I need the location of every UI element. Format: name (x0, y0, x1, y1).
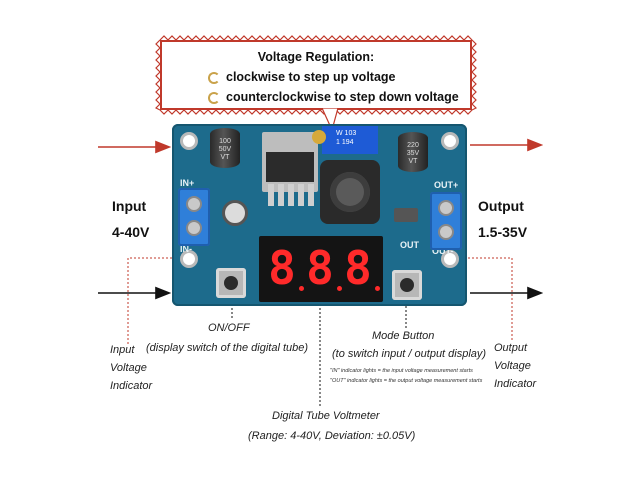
mode-button[interactable] (392, 270, 422, 300)
rotate-clockwise-icon (208, 72, 220, 84)
inductor (320, 160, 380, 224)
display-digit-1: 8 (268, 241, 296, 295)
diode-component (222, 200, 248, 226)
label-out-led: OUT (400, 240, 419, 250)
callout-line-clockwise: clockwise to step up voltage (226, 70, 396, 84)
voltmeter-title: Digital Tube Voltmeter (272, 410, 380, 422)
output-indicator-line2: Voltage (494, 360, 531, 372)
mount-hole-bottom-left (180, 250, 198, 268)
output-screw-icon[interactable] (438, 200, 454, 216)
callout-border (155, 35, 477, 115)
voltmeter-desc: (Range: 4-40V, Deviation: ±0.05V) (248, 430, 416, 442)
output-title: Output (478, 198, 524, 214)
mount-hole-top-left (180, 132, 198, 150)
input-indicator-line2: Voltage (110, 362, 147, 374)
display-digit-2: 8 (306, 241, 334, 295)
regulator-ic (262, 132, 318, 206)
potentiometer[interactable]: W 103 1 194 (312, 126, 378, 154)
rotate-counterclockwise-icon (208, 92, 220, 104)
display-digit-3: 8 (344, 241, 372, 295)
output-terminal[interactable] (430, 192, 462, 250)
output-indicator-line3: Indicator (494, 378, 537, 390)
mount-hole-top-right (441, 132, 459, 150)
voltage-regulation-callout: Voltage Regulation: clockwise to step up… (160, 40, 472, 110)
output-screw-icon[interactable] (438, 224, 454, 240)
callout-pointer (321, 108, 339, 132)
mode-note-out: "OUT" indicator lights = the output volt… (330, 378, 483, 384)
mode-title: Mode Button (372, 330, 435, 342)
digital-tube-display: 8 8 8 (259, 236, 383, 302)
on-off-button[interactable] (216, 268, 246, 298)
callout-title: Voltage Regulation: (257, 50, 375, 64)
mount-hole-bottom-right (441, 250, 459, 268)
input-range: 4-40V (112, 224, 150, 240)
smd-component (394, 208, 418, 222)
input-title: Input (112, 198, 147, 214)
input-screw-icon[interactable] (186, 220, 202, 236)
onoff-desc: (display switch of the digital tube) (146, 342, 309, 354)
mode-note-in: "IN" indicator lights = the input voltag… (330, 368, 473, 374)
potentiometer-knob-icon[interactable] (312, 130, 326, 144)
potentiometer-label: W 103 1 194 (336, 130, 357, 146)
output-range: 1.5-35V (478, 224, 528, 240)
mode-desc: (to switch input / output display) (332, 348, 487, 360)
label-out-minus: OUT- (432, 246, 454, 256)
input-indicator-line1: Input (110, 344, 135, 356)
label-in-minus: IN- (180, 244, 192, 254)
output-indicator-line1: Output (494, 342, 528, 354)
input-screw-icon[interactable] (186, 196, 202, 212)
callout-line-counterclockwise: counterclockwise to step down voltage (226, 90, 459, 104)
input-terminal[interactable] (178, 188, 210, 246)
onoff-title: ON/OFF (208, 322, 250, 334)
label-out-plus: OUT+ (434, 180, 459, 190)
capacitor-input-label: 100 50V VT (218, 138, 232, 161)
capacitor-input: 100 50V VT (210, 128, 240, 168)
capacitor-output-label: 220 35V VT (406, 142, 420, 165)
capacitor-output: 220 35V VT (398, 132, 428, 172)
label-in-plus: IN+ (180, 178, 195, 188)
input-indicator-line3: Indicator (110, 380, 153, 392)
